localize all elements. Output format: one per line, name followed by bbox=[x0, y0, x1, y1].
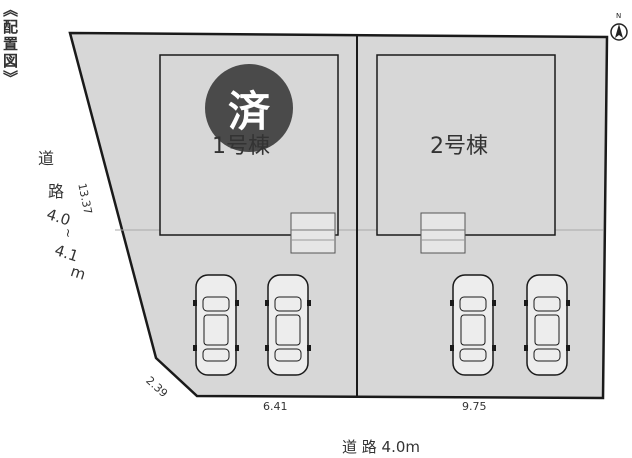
dimension-frontage-lot2: 9.75 bbox=[462, 400, 487, 413]
road-left-char-1: 道 bbox=[38, 149, 55, 168]
north-label: N bbox=[616, 12, 622, 20]
parked-car-icon bbox=[193, 274, 239, 376]
parking-area bbox=[193, 274, 570, 376]
building-1-label: 1号棟 bbox=[212, 134, 270, 159]
building-2-label: 2号棟 bbox=[430, 134, 488, 159]
dimension-frontage-lot1: 6.41 bbox=[263, 400, 288, 413]
road-left-char-2: 路 bbox=[48, 182, 65, 201]
north-arrow-icon: N bbox=[609, 12, 629, 42]
sold-badge: 済 bbox=[205, 64, 293, 152]
building-2-footprint bbox=[376, 54, 556, 236]
entrance-steps-1 bbox=[290, 212, 336, 254]
entrance-steps-2 bbox=[420, 212, 466, 254]
road-bottom-label: 道 路 4.0m bbox=[342, 438, 421, 456]
page-title: 《配置図》 bbox=[1, 2, 19, 87]
parked-car-icon bbox=[265, 274, 311, 376]
parked-car-icon bbox=[450, 274, 496, 376]
parked-car-icon bbox=[524, 274, 570, 376]
road-left-range-mark: ~ bbox=[61, 227, 76, 239]
